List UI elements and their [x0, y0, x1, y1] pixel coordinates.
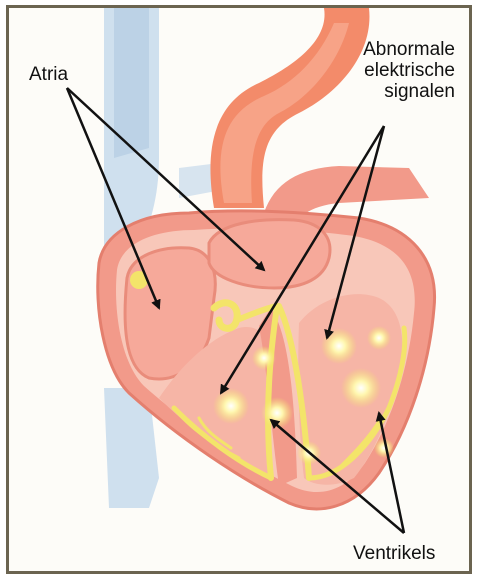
- label-atria: Atria: [29, 64, 68, 85]
- label-abnormal-line2: elektrische: [363, 60, 455, 81]
- label-abnormal-line3: signalen: [363, 81, 455, 102]
- label-ventricles: Ventrikels: [353, 543, 435, 564]
- left-atrium: [209, 220, 330, 288]
- label-abnormal-line1: Abnormale: [363, 39, 455, 60]
- diagram-frame: Atria Abnormale elektrische signalen Ven…: [6, 5, 472, 574]
- label-abnormal-signals: Abnormale elektrische signalen: [363, 39, 455, 102]
